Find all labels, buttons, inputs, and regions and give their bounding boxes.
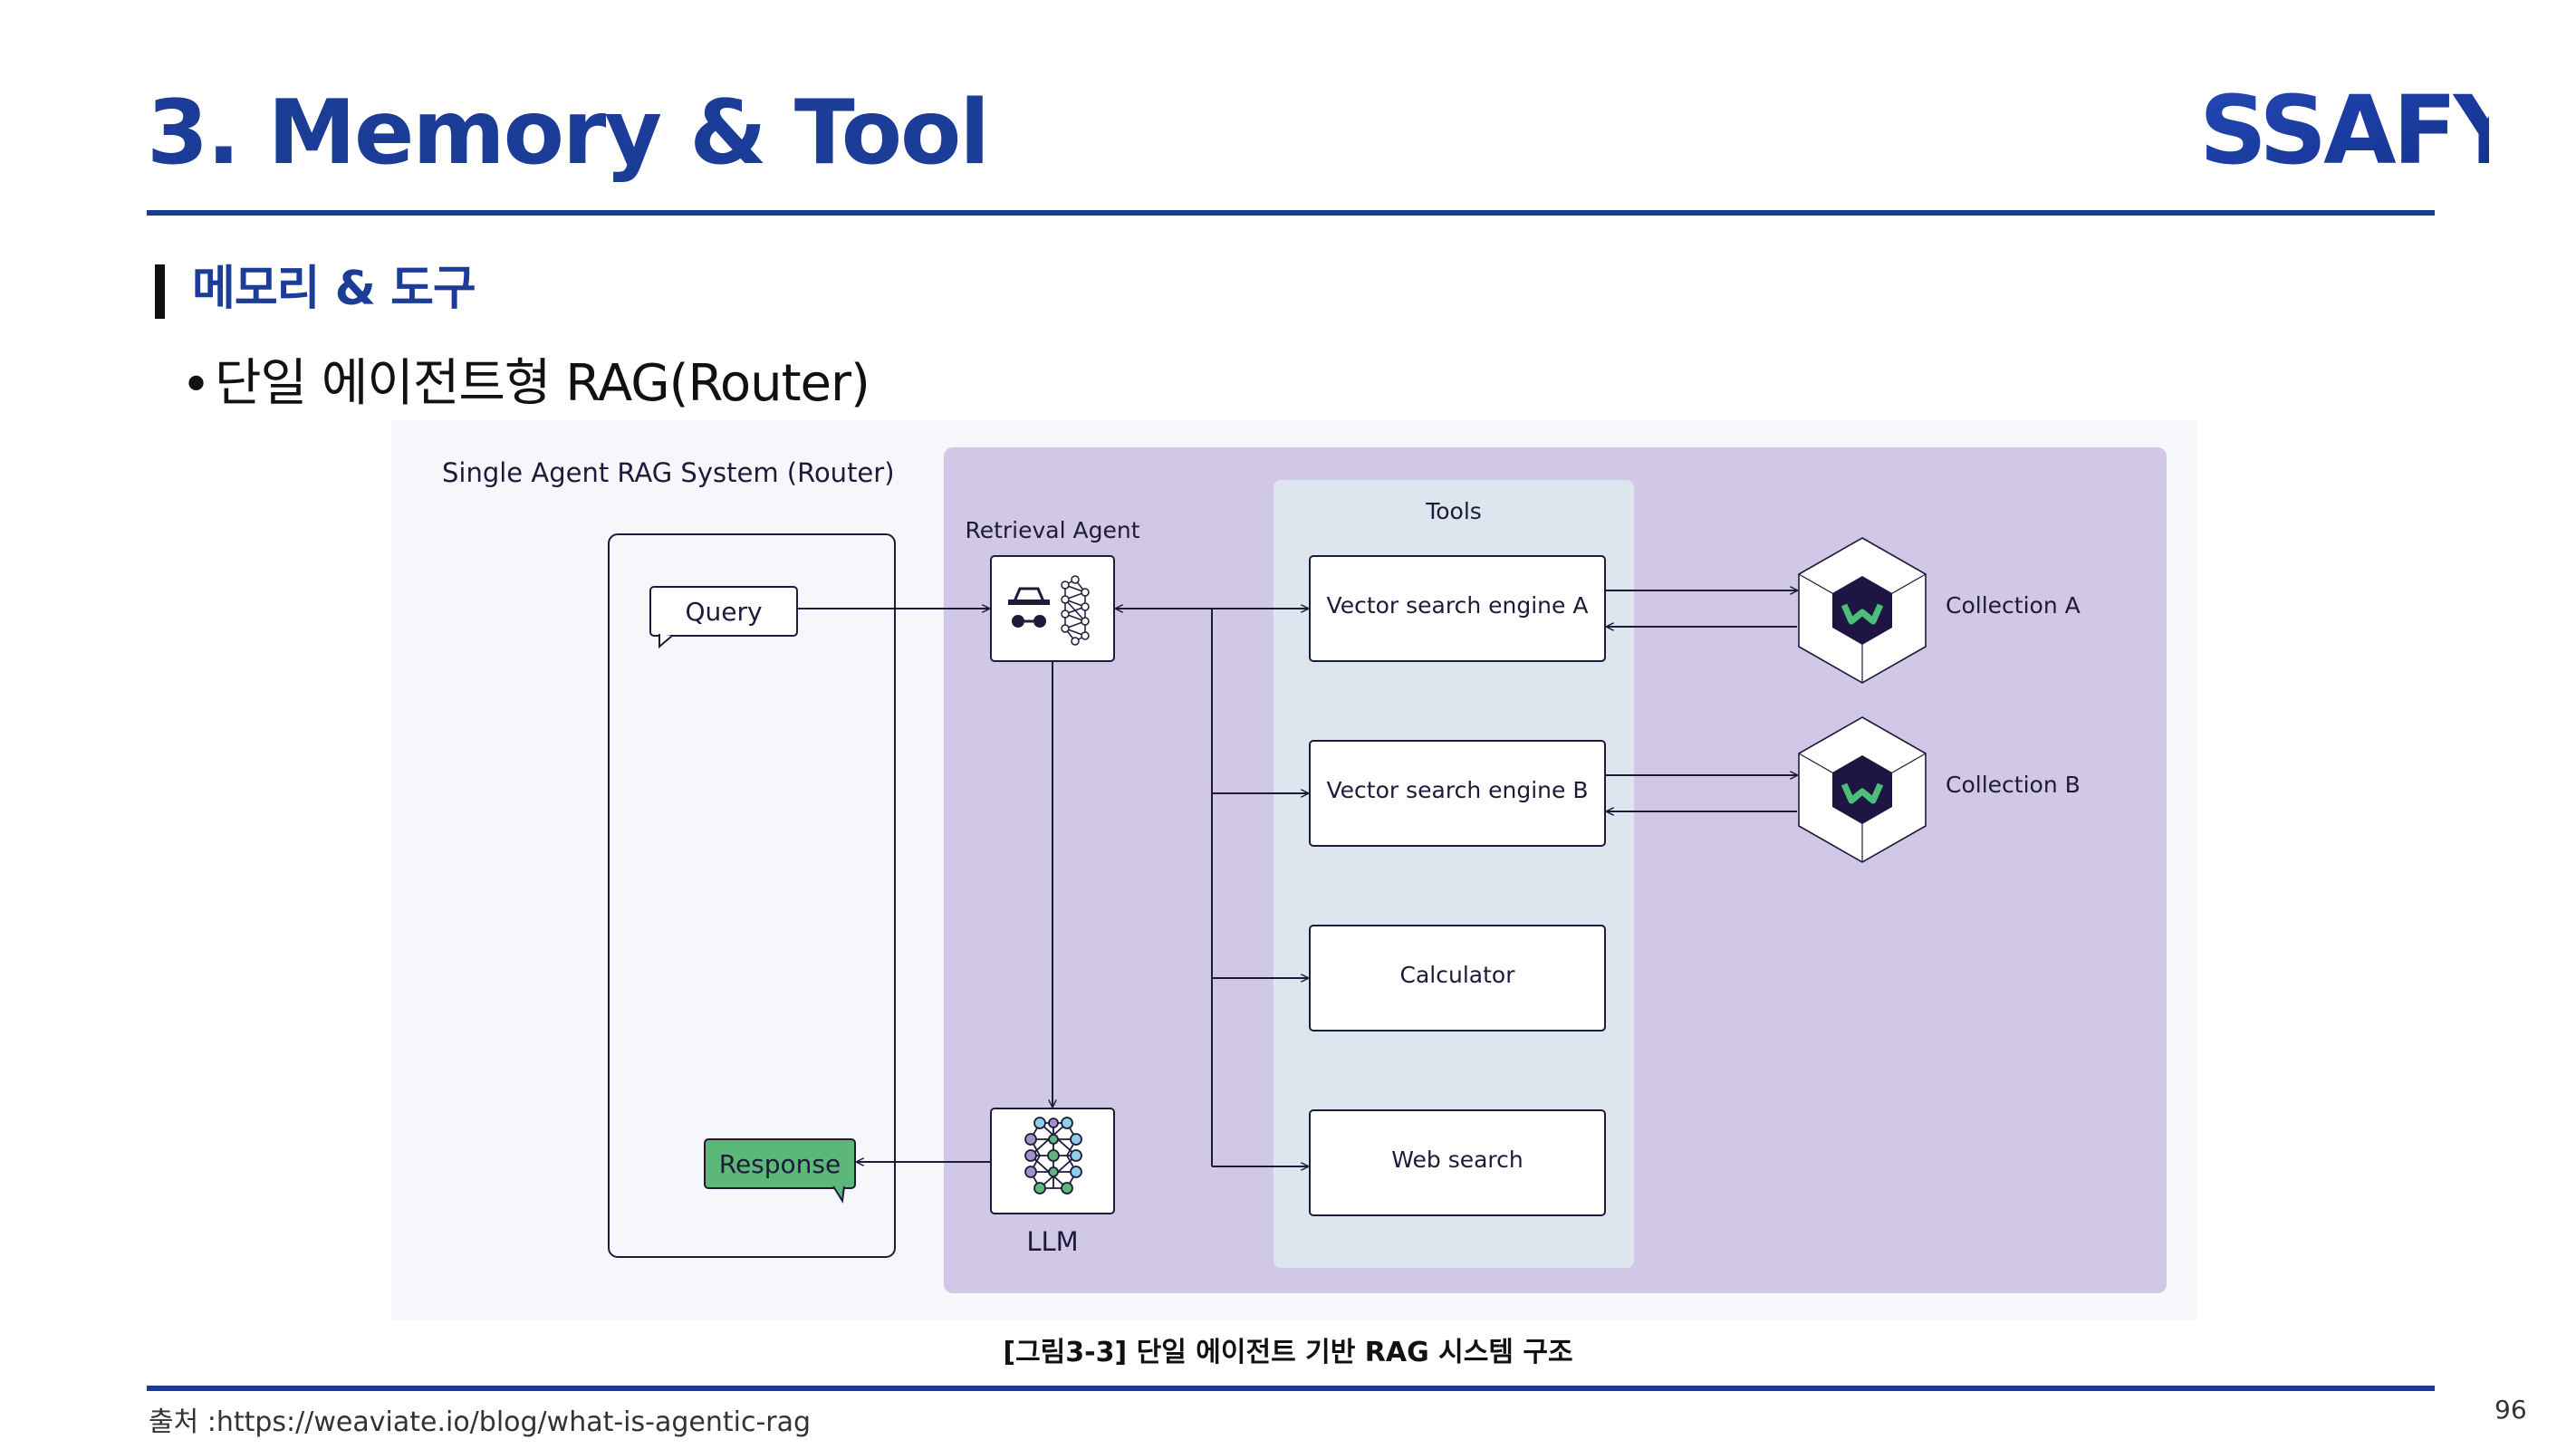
slide-title: 3. Memory & Tool [147, 82, 990, 185]
weaviate-hexagon-icon [1798, 537, 1927, 684]
spy-agent-icon [1008, 587, 1050, 628]
collection-label: Collection A [1946, 592, 2081, 619]
tool-vector-search-a: Vector search engine A [1309, 555, 1606, 662]
tools-panel [1274, 480, 1634, 1268]
rag-diagram: Single Agent RAG System (Router) Query R… [391, 420, 2196, 1320]
ssafy-logo: SSAFY [2199, 80, 2489, 179]
page-number: 96 [2494, 1395, 2527, 1425]
query-label: Query [685, 597, 762, 627]
bullet-dot: • [181, 356, 212, 415]
response-bubble: Response [704, 1138, 856, 1204]
tool-label: Calculator [1400, 962, 1516, 988]
logo-text: SSAFY [2199, 80, 2489, 179]
retrieval-agent-node [990, 555, 1115, 662]
footer-rule [147, 1386, 2435, 1391]
llm-network-icon [1024, 1117, 1082, 1195]
llm-label: LLM [1026, 1226, 1078, 1257]
title-rule [147, 210, 2435, 216]
collection-label: Collection B [1946, 772, 2081, 798]
collection-b: Collection B [1798, 716, 2081, 863]
tool-label: Vector search engine A [1327, 592, 1589, 619]
section-heading: 메모리 & 도구 [192, 262, 476, 316]
tool-web-search: Web search [1309, 1109, 1606, 1216]
neural-network-icon [1061, 575, 1090, 646]
figure-caption: [그림3-3] 단일 에이전트 기반 RAG 시스템 구조 [1003, 1337, 1573, 1368]
tool-calculator: Calculator [1309, 925, 1606, 1032]
retrieval-agent-label: Retrieval Agent [965, 517, 1139, 543]
connectors [797, 590, 1797, 1166]
weaviate-hexagon-icon [1798, 716, 1927, 863]
llm-node [990, 1108, 1115, 1214]
system-label: Single Agent RAG System (Router) [442, 457, 895, 488]
tools-label: Tools [1425, 498, 1482, 524]
response-label: Response [719, 1149, 841, 1179]
bullet-text: 단일 에이전트형 RAG(Router) [215, 354, 870, 413]
source-citation: 출처 :https://weaviate.io/blog/what-is-age… [149, 1406, 812, 1438]
tool-vector-search-b: Vector search engine B [1309, 740, 1606, 847]
tool-label: Web search [1391, 1147, 1523, 1173]
collection-a: Collection A [1798, 537, 2081, 684]
user-frame [608, 533, 896, 1258]
query-bubble: Query [649, 586, 798, 649]
tool-label: Vector search engine B [1327, 777, 1589, 803]
section-marker [155, 264, 165, 319]
